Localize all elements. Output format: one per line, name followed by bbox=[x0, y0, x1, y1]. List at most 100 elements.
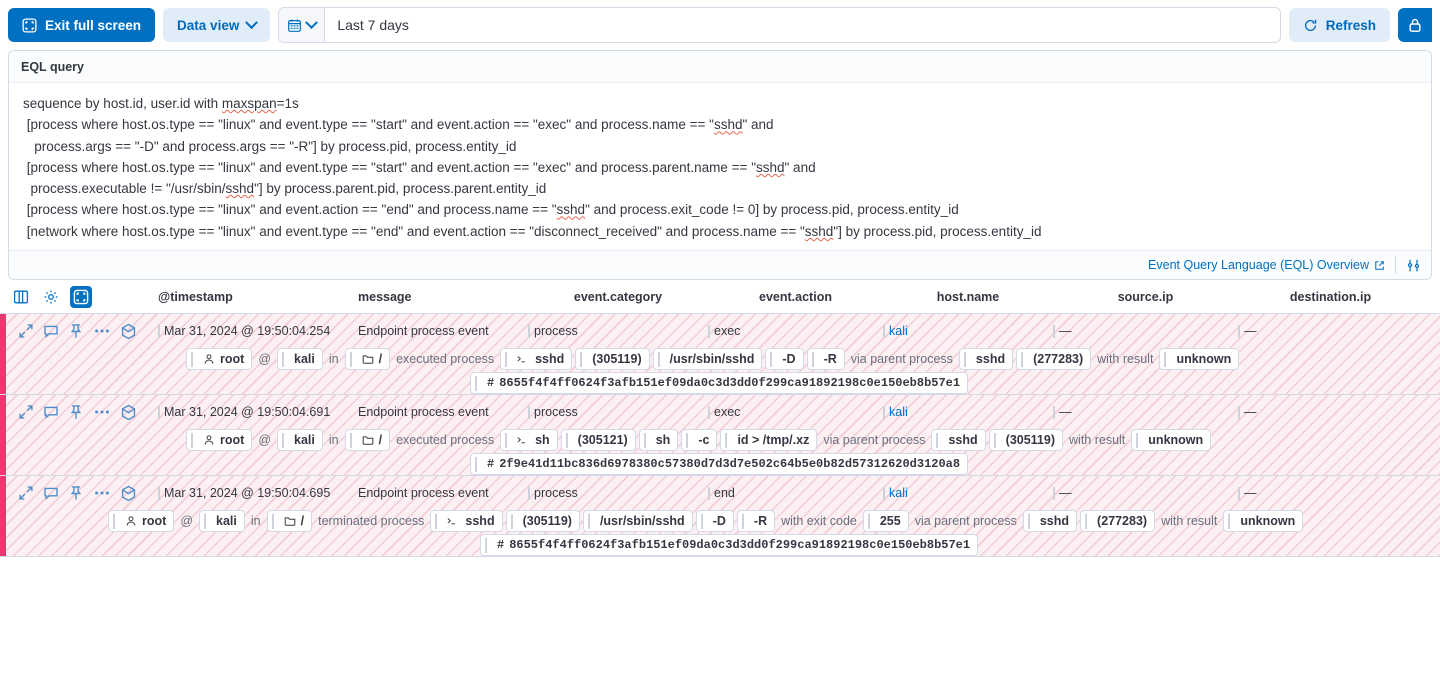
cell-destination-ip[interactable]: — bbox=[1238, 324, 1423, 338]
summary-text: @ bbox=[258, 433, 272, 448]
data-view-button[interactable]: Data view bbox=[163, 8, 271, 42]
expand-icon[interactable] bbox=[18, 485, 34, 501]
summary-pill[interactable]: / bbox=[344, 348, 391, 371]
expand-icon[interactable] bbox=[18, 404, 34, 420]
summary-pill[interactable]: (305121) bbox=[560, 429, 636, 452]
cell-host-name[interactable]: kali bbox=[883, 324, 1053, 338]
expand-icon[interactable] bbox=[18, 323, 34, 339]
columns-icon[interactable] bbox=[10, 286, 32, 308]
summary-pill[interactable]: sshd bbox=[1022, 510, 1078, 533]
summary-text: with result bbox=[1097, 352, 1154, 367]
column-header-event-category[interactable]: event.category bbox=[573, 289, 663, 304]
gear-icon[interactable] bbox=[40, 286, 62, 308]
summary-pill[interactable]: (305119) bbox=[988, 429, 1064, 452]
cell-source-ip[interactable]: — bbox=[1053, 405, 1238, 419]
summary-pill[interactable]: /usr/sbin/sshd bbox=[652, 348, 763, 371]
column-header-message[interactable]: message bbox=[358, 289, 412, 304]
cell-host-name[interactable]: kali bbox=[883, 405, 1053, 419]
analyzer-icon[interactable] bbox=[120, 485, 137, 502]
column-header-destination-ip[interactable]: destination.ip bbox=[1289, 289, 1372, 304]
column-header-host-name[interactable]: host.name bbox=[936, 289, 1000, 304]
pill-drag-handle bbox=[271, 513, 274, 529]
process-hash-pill[interactable]: #2f9e41d11bc836d6978380c57380d7d3d7e502c… bbox=[470, 453, 969, 476]
summary-pill[interactable]: unknown bbox=[1131, 429, 1212, 452]
summary-pill[interactable]: root bbox=[108, 510, 175, 533]
column-header-timestamp[interactable]: @timestamp bbox=[158, 289, 233, 304]
cell-destination-ip[interactable]: — bbox=[1238, 405, 1423, 419]
summary-pill[interactable]: root bbox=[186, 429, 253, 452]
summary-pill[interactable]: root bbox=[186, 348, 253, 371]
summary-pill[interactable]: -R bbox=[806, 348, 845, 371]
cell-timestamp[interactable]: Mar 31, 2024 @ 19:50:04.691 bbox=[158, 405, 358, 419]
process-hash-pill[interactable]: #8655f4f4ff0624f3afb151ef09da0c3d3dd0f29… bbox=[480, 534, 979, 557]
pin-icon[interactable] bbox=[68, 323, 84, 339]
console-icon bbox=[517, 435, 530, 446]
summary-pill[interactable]: kali bbox=[277, 429, 323, 452]
full-screen-icon[interactable] bbox=[70, 285, 92, 308]
comment-icon[interactable] bbox=[43, 485, 59, 501]
analyzer-icon[interactable] bbox=[120, 404, 137, 421]
summary-pill[interactable]: -D bbox=[695, 510, 734, 533]
cell-timestamp[interactable]: Mar 31, 2024 @ 19:50:04.695 bbox=[158, 486, 358, 500]
summary-pill[interactable]: kali bbox=[199, 510, 245, 533]
cell-source-ip[interactable]: — bbox=[1053, 486, 1238, 500]
summary-pill[interactable]: sh bbox=[500, 429, 558, 452]
summary-pill[interactable]: kali bbox=[277, 348, 323, 371]
analyzer-icon[interactable] bbox=[120, 323, 137, 340]
summary-pill[interactable]: id > /tmp/.xz bbox=[720, 429, 818, 452]
summary-pill[interactable]: unknown bbox=[1159, 348, 1240, 371]
eql-query-input[interactable]: sequence by host.id, user.id with maxspa… bbox=[9, 83, 1431, 251]
summary-pill[interactable]: -R bbox=[736, 510, 776, 533]
cell-source-ip[interactable]: — bbox=[1053, 324, 1238, 338]
summary-pill[interactable]: /usr/sbin/sshd bbox=[582, 510, 693, 533]
summary-pill[interactable]: unknown bbox=[1223, 510, 1304, 533]
summary-pill[interactable]: (277283) bbox=[1080, 510, 1156, 533]
date-range-value[interactable]: Last 7 days bbox=[337, 17, 409, 33]
more-icon[interactable] bbox=[93, 485, 111, 501]
cell-event-action[interactable]: exec bbox=[708, 324, 883, 338]
summary-pill[interactable]: 255 bbox=[862, 510, 909, 533]
summary-pill[interactable]: -c bbox=[681, 429, 718, 452]
column-header-source-ip[interactable]: source.ip bbox=[1117, 289, 1174, 304]
summary-pill[interactable]: / bbox=[344, 429, 391, 452]
pin-icon[interactable] bbox=[68, 404, 84, 420]
cell-event-category[interactable]: process bbox=[528, 324, 708, 338]
summary-pill[interactable]: sh bbox=[638, 429, 679, 452]
process-hash-pill[interactable]: #8655f4f4ff0624f3afb151ef09da0c3d3dd0f29… bbox=[470, 372, 969, 395]
summary-pill[interactable]: sshd bbox=[500, 348, 573, 371]
lock-button[interactable] bbox=[1398, 8, 1432, 42]
pin-icon[interactable] bbox=[68, 485, 84, 501]
refresh-button[interactable]: Refresh bbox=[1288, 8, 1390, 42]
cell-event-action[interactable]: exec bbox=[708, 405, 883, 419]
column-header-event-action[interactable]: event.action bbox=[759, 289, 832, 304]
cell-event-category[interactable]: process bbox=[528, 486, 708, 500]
summary-pill[interactable]: / bbox=[266, 510, 313, 533]
summary-pill[interactable]: (305119) bbox=[505, 510, 580, 533]
comment-icon[interactable] bbox=[43, 323, 59, 339]
cell-message[interactable]: Endpoint process event bbox=[358, 405, 528, 419]
cell-message[interactable]: Endpoint process event bbox=[358, 486, 528, 500]
cell-message[interactable]: Endpoint process event bbox=[358, 324, 528, 338]
sliders-icon[interactable] bbox=[1406, 258, 1421, 273]
comment-icon[interactable] bbox=[43, 404, 59, 420]
summary-pill[interactable]: (305119) bbox=[575, 348, 650, 371]
date-picker[interactable]: Last 7 days bbox=[278, 7, 1281, 43]
summary-pill[interactable]: -D bbox=[765, 348, 804, 371]
cell-timestamp[interactable]: Mar 31, 2024 @ 19:50:04.254 bbox=[158, 324, 358, 338]
cell-host-name[interactable]: kali bbox=[883, 486, 1053, 500]
more-icon[interactable] bbox=[93, 323, 111, 339]
cell-event-category[interactable]: process bbox=[528, 405, 708, 419]
summary-pill[interactable]: sshd bbox=[931, 429, 986, 452]
cell-destination-ip[interactable]: — bbox=[1238, 486, 1423, 500]
summary-pill[interactable]: sshd bbox=[430, 510, 503, 533]
cell-event-action[interactable]: end bbox=[708, 486, 883, 500]
summary-pill[interactable]: (277283) bbox=[1016, 348, 1092, 371]
exit-full-screen-button[interactable]: Exit full screen bbox=[8, 8, 156, 42]
eql-overview-link[interactable]: Event Query Language (EQL) Overview bbox=[1148, 258, 1385, 272]
summary-pill[interactable]: sshd bbox=[958, 348, 1014, 371]
date-picker-quick-menu[interactable] bbox=[279, 8, 326, 42]
more-icon[interactable] bbox=[93, 404, 111, 420]
